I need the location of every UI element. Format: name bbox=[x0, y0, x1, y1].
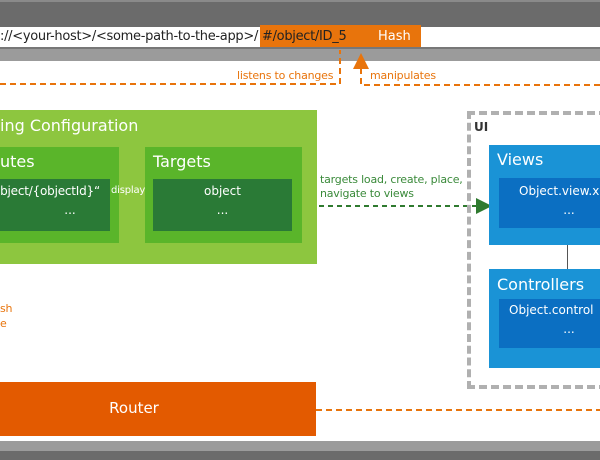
display-label: display bbox=[111, 185, 146, 196]
ui-region bbox=[467, 111, 600, 389]
targets-action-line-1: targets load, create, place, bbox=[320, 173, 463, 186]
hash-label: Hash bbox=[378, 29, 411, 44]
views-controllers-connector bbox=[567, 245, 568, 269]
hash-highlight bbox=[260, 25, 421, 48]
views-ellipsis: ... bbox=[563, 203, 575, 217]
route-pattern: bject/{objectId}“ bbox=[0, 184, 100, 198]
targets-ellipsis: ... bbox=[216, 203, 229, 217]
url-hash-path: #/object/ID_5 bbox=[262, 29, 347, 44]
status-bar bbox=[0, 441, 600, 451]
taskbar bbox=[0, 451, 600, 460]
controller-file-name: Object.control bbox=[509, 303, 594, 317]
controllers-entry-box bbox=[499, 299, 600, 348]
left-annotation-fragment-2: e bbox=[0, 317, 7, 330]
controllers-title: Controllers bbox=[497, 275, 585, 294]
left-annotation-fragment-1: sh bbox=[0, 302, 13, 315]
listens-to-changes-label: listens to changes bbox=[237, 69, 334, 82]
router-box bbox=[0, 382, 316, 436]
targets-title: Targets bbox=[153, 152, 211, 171]
router-label: Router bbox=[109, 399, 159, 417]
manipulates-label: manipulates bbox=[370, 69, 436, 82]
view-file-name: Object.view.x bbox=[519, 184, 600, 198]
views-entry-box bbox=[499, 178, 600, 228]
ui-label: UI bbox=[474, 120, 489, 134]
browser-title-bar bbox=[0, 0, 600, 28]
targets-action-line-2: navigate to views bbox=[320, 187, 414, 200]
targets-entry-box bbox=[153, 179, 292, 231]
views-title: Views bbox=[497, 150, 544, 169]
routes-ellipsis: ... bbox=[64, 203, 76, 217]
target-name: object bbox=[204, 184, 241, 198]
targets-action-label: targets load, create, place, navigate to… bbox=[320, 173, 463, 201]
url-prefix: ://<your-host>/<some-path-to-the-app>/ bbox=[0, 29, 259, 44]
routes-title: utes bbox=[0, 152, 35, 171]
routes-entry-box bbox=[0, 179, 110, 231]
browser-toolbar bbox=[0, 47, 600, 61]
routing-configuration-title: ing Configuration bbox=[0, 116, 139, 135]
controllers-ellipsis: ... bbox=[563, 322, 575, 336]
